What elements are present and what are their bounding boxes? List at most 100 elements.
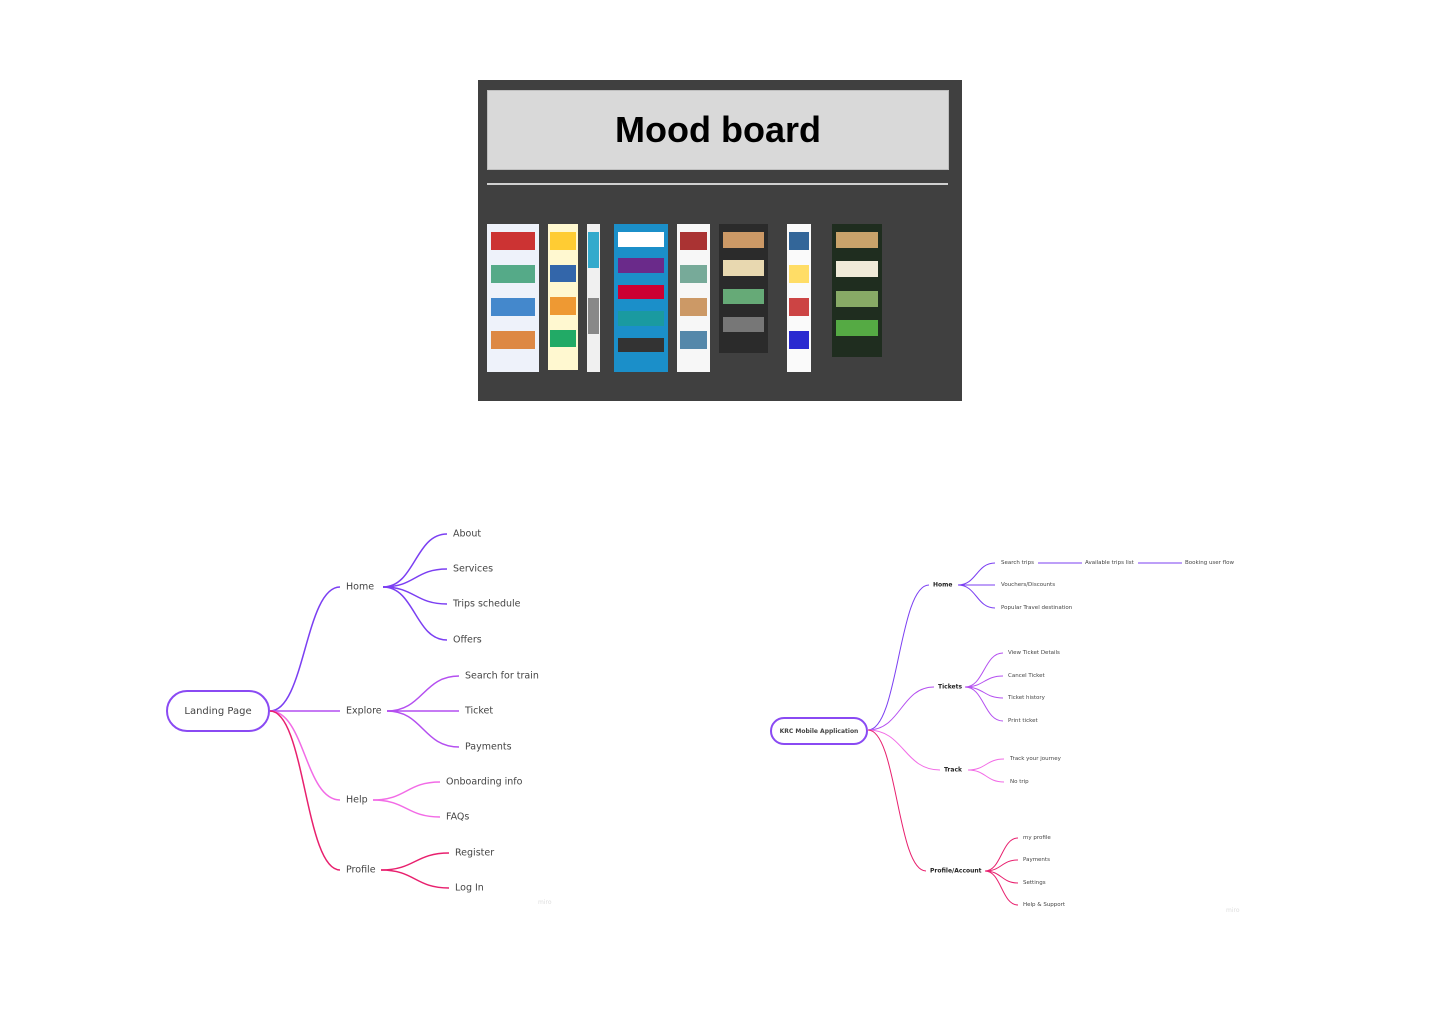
- leaf-node[interactable]: my profile: [1023, 835, 1051, 841]
- connector-line: [382, 586, 448, 641]
- connector-line: [967, 769, 1005, 783]
- leaf-node[interactable]: Payments: [465, 741, 512, 753]
- leaf-node[interactable]: Track your journey: [1010, 756, 1061, 762]
- thumbnail-section: [722, 260, 765, 276]
- leaf-node[interactable]: Register: [455, 847, 495, 859]
- mindmap-root-node[interactable]: Landing Page: [166, 690, 270, 732]
- thumbnail-section: [491, 331, 535, 350]
- connector-line: [984, 870, 1019, 884]
- thumbnail-section: [618, 337, 664, 353]
- mood-board-frame[interactable]: Mood board: [478, 80, 962, 401]
- leaf-node[interactable]: Help & Support: [1023, 902, 1066, 908]
- leaf-node[interactable]: Print ticket: [1008, 718, 1038, 724]
- thumbnail-section: [588, 298, 599, 335]
- branch-node-home[interactable]: Home: [346, 581, 375, 593]
- branch-node[interactable]: Profile/Account: [930, 867, 982, 875]
- leaf-node[interactable]: Search for train: [465, 670, 539, 682]
- thumbnail-section: [588, 232, 599, 269]
- thumbnail-section: [679, 331, 708, 350]
- thumbnail-section: [679, 298, 708, 317]
- connector-line: [372, 799, 441, 818]
- thumbnail-section: [836, 290, 878, 307]
- connector-line: [964, 675, 1004, 688]
- connector-line: [984, 837, 1019, 872]
- thumbnail-section: [679, 265, 708, 284]
- branch-node[interactable]: Tickets: [938, 683, 963, 691]
- thumbnail-section: [550, 297, 576, 315]
- mood-board-thumbnail[interactable]: [719, 224, 768, 353]
- branch-node-explore[interactable]: Explore: [346, 705, 382, 717]
- thumbnail-section: [618, 258, 664, 273]
- leaf-node[interactable]: Ticket: [465, 705, 494, 717]
- leaf-node[interactable]: Vouchers/Discounts: [1001, 582, 1056, 588]
- connector-line: [984, 859, 1019, 872]
- leaf-node[interactable]: Ticket history: [1008, 695, 1045, 701]
- connector-line: [964, 686, 1004, 722]
- leaf-node[interactable]: Settings: [1023, 880, 1046, 886]
- leaf-node[interactable]: No trip: [1010, 779, 1029, 785]
- branch-node[interactable]: Track: [944, 766, 962, 774]
- chain-node[interactable]: Available trips list: [1085, 560, 1134, 566]
- leaf-node[interactable]: Onboarding info: [446, 776, 523, 788]
- thumbnail-section: [550, 264, 576, 283]
- thumbnail-section: [836, 319, 878, 336]
- leaf-node[interactable]: View Ticket Details: [1008, 650, 1060, 656]
- connector-line: [867, 686, 935, 731]
- leaf-node[interactable]: Services: [453, 563, 494, 575]
- thumbnail-section: [788, 298, 810, 317]
- leaf-node[interactable]: Search trips: [1001, 560, 1034, 566]
- divider: [487, 183, 948, 185]
- thumbnail-section: [491, 232, 535, 251]
- thumbnail-section: [722, 316, 765, 333]
- leaf-node[interactable]: About: [453, 528, 482, 540]
- connector-line: [269, 586, 341, 712]
- thumbnail-section: [491, 298, 535, 317]
- connector-line: [382, 568, 448, 588]
- thumbnail-section: [679, 232, 708, 251]
- miro-watermark: miro: [1226, 907, 1240, 914]
- mood-board-thumbnail[interactable]: [677, 224, 710, 372]
- mood-board-title: Mood board: [615, 109, 821, 150]
- leaf-node[interactable]: Trips schedule: [453, 598, 521, 610]
- mood-board-thumbnail[interactable]: [832, 224, 882, 357]
- thumbnail-section: [788, 232, 810, 251]
- thumbnail-section: [836, 261, 878, 278]
- mood-board-thumbnail[interactable]: [548, 224, 578, 370]
- mood-board-thumbnail[interactable]: [587, 224, 600, 372]
- thumbnail-section: [618, 232, 664, 247]
- branch-node-profile[interactable]: Profile: [346, 864, 376, 876]
- thumbnail-section: [722, 232, 765, 248]
- mood-board-thumbnail[interactable]: [487, 224, 539, 372]
- leaf-node[interactable]: Popular Travel destination: [1001, 605, 1073, 611]
- connector-line: [867, 729, 927, 872]
- connector-line: [386, 710, 460, 748]
- leaf-node[interactable]: Log In: [455, 882, 484, 894]
- mood-board-title-box: Mood board: [487, 90, 949, 170]
- branch-node-help[interactable]: Help: [346, 794, 368, 806]
- thumbnail-section: [722, 288, 765, 305]
- connector-line: [957, 562, 996, 586]
- mood-board-thumbnail[interactable]: [787, 224, 811, 372]
- connector-line: [380, 852, 450, 871]
- connector-line: [967, 758, 1005, 771]
- connector-line: [964, 652, 1004, 688]
- thumbnail-section: [550, 232, 576, 250]
- thumbnail-section: [788, 331, 810, 350]
- thumbnail-section: [836, 232, 878, 249]
- leaf-node[interactable]: Cancel Ticket: [1008, 673, 1045, 679]
- chain-node[interactable]: Booking user flow: [1185, 560, 1235, 566]
- leaf-node[interactable]: Payments: [1023, 857, 1050, 863]
- connector-line: [269, 710, 341, 871]
- connector-line: [984, 870, 1019, 906]
- connector-line: [957, 584, 996, 609]
- connector-line: [382, 533, 448, 588]
- mood-board-thumbnail[interactable]: [614, 224, 668, 372]
- branch-node[interactable]: Home: [933, 581, 953, 589]
- thumbnail-section: [618, 284, 664, 300]
- mindmap-root-node[interactable]: KRC Mobile Application: [770, 717, 868, 745]
- leaf-node[interactable]: Offers: [453, 634, 482, 646]
- leaf-node[interactable]: FAQs: [446, 811, 470, 823]
- connector-line: [386, 675, 460, 712]
- thumbnail-section: [618, 311, 664, 326]
